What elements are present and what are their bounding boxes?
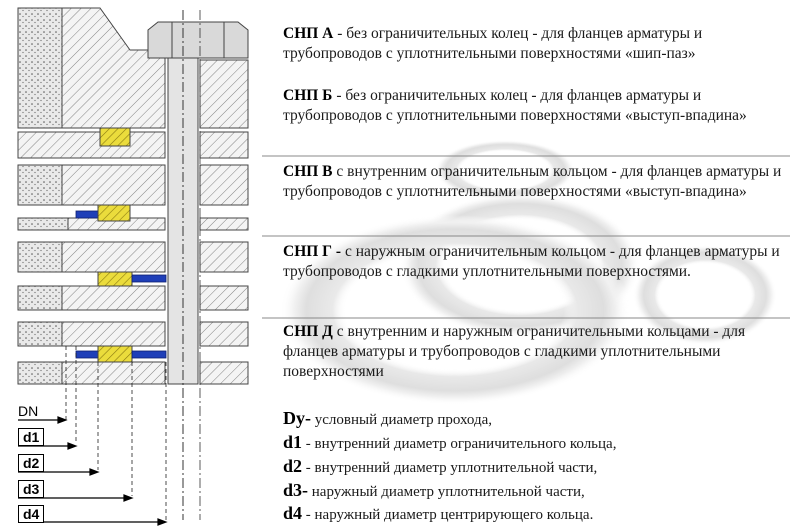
dim-label-dn: DN — [18, 403, 39, 419]
legend-d1: d1 - внутренний диаметр ограничительного… — [283, 432, 617, 452]
type-v-description: СНП В с внутренним ограничительным кольц… — [283, 163, 782, 200]
gasket-photo-background — [280, 140, 777, 405]
dim-label-d4: d4 — [18, 505, 45, 523]
type-g-description: СНП Г - с наружным ограничительным кольц… — [283, 243, 780, 280]
dim-label-d1: d1 — [18, 428, 45, 446]
legend-dy: Dy- условный диаметр прохода, — [283, 408, 493, 428]
dim-label-d2: d2 — [18, 454, 45, 472]
dim-label-d3: d3 — [18, 480, 45, 498]
type-a-description: СНП А - без ограничительных колец - для … — [283, 25, 703, 62]
section-a — [17, 7, 249, 159]
section-d — [17, 321, 249, 385]
legend-d3: d3- наружный диаметр уплотнительной част… — [283, 480, 585, 500]
type-d-description: СНП Д с внутренним и наружным ограничите… — [283, 323, 746, 380]
legend-d2: d2 - внутренний диаметр уплотнительной ч… — [283, 456, 598, 476]
section-b — [17, 164, 249, 231]
type-b-description: СНП Б - без ограничительных колец - для … — [283, 87, 747, 124]
legend-d4: d4 - наружный диаметр центрирующего коль… — [283, 503, 594, 523]
section-c — [17, 241, 249, 311]
